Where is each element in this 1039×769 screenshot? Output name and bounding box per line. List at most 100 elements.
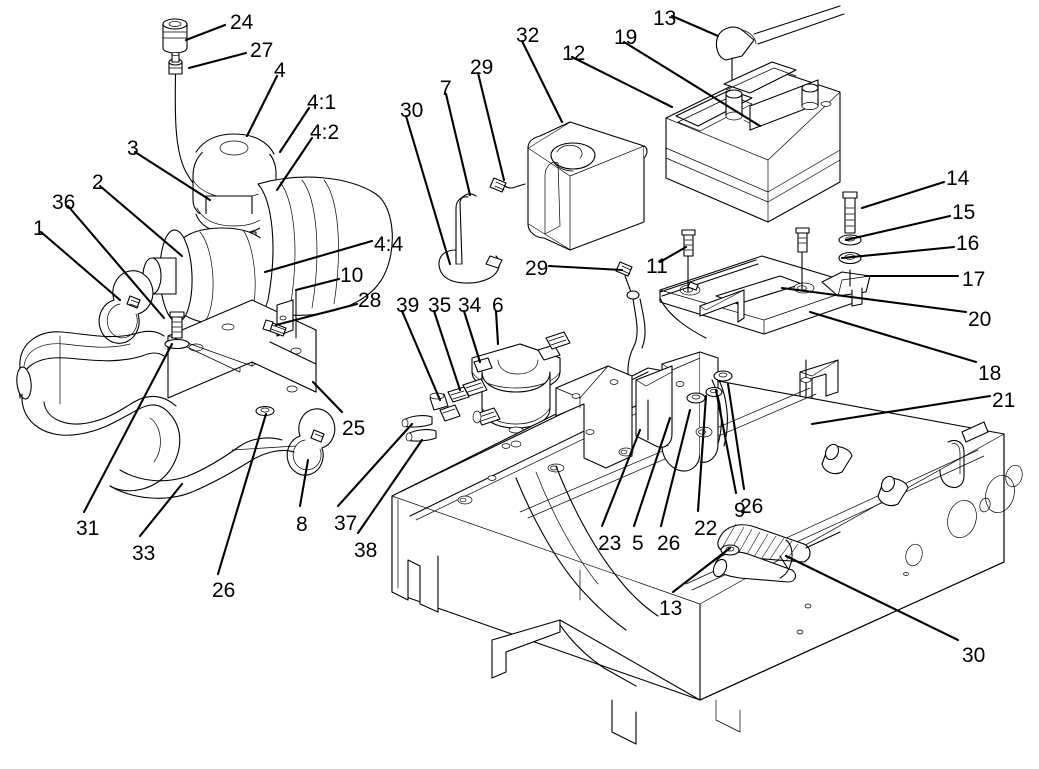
radiator-hose-lower — [21, 393, 297, 499]
leader-line-33 — [138, 482, 184, 538]
battery-post-positive — [801, 83, 819, 110]
callout-label-5: 5 — [632, 532, 644, 555]
nut-26-frame — [686, 392, 706, 404]
frame-hook — [939, 421, 989, 489]
fitting-24 — [162, 18, 188, 54]
leader-line-15 — [844, 214, 952, 242]
callout-label-18: 18 — [978, 362, 1002, 385]
hold-down-bolt-11 — [681, 229, 696, 293]
callout-label-24: 24 — [230, 11, 254, 34]
leader-line-7 — [444, 92, 472, 197]
screw-23 — [472, 407, 501, 426]
callout-label-25: 25 — [342, 417, 366, 440]
callout-label-12: 12 — [562, 42, 586, 65]
leader-line-11 — [658, 245, 688, 264]
leader-line-37 — [336, 422, 414, 508]
leader-line-1 — [39, 230, 122, 302]
callout-label-17: 17 — [962, 268, 986, 291]
extension-spring — [712, 523, 841, 583]
callout-label-26: 26 — [740, 495, 764, 518]
leader-line-36 — [66, 204, 166, 320]
callout-label-2: 2 — [92, 171, 104, 194]
leader-line-9 — [714, 388, 738, 495]
fuel-hose — [438, 177, 526, 284]
leader-line-32 — [520, 39, 564, 124]
leader-line-28 — [274, 302, 359, 327]
callout-label-11: 11 — [646, 255, 668, 278]
bracket-arm — [635, 365, 673, 448]
elbow-fitting-left — [439, 404, 461, 422]
fuel-tank — [527, 121, 648, 251]
callout-label-35: 35 — [428, 294, 452, 317]
leader-line-38 — [356, 438, 424, 535]
callout-label-34: 34 — [458, 294, 482, 317]
battery-assembly — [659, 5, 871, 430]
leader-line-29 — [547, 264, 624, 272]
battery-post-negative — [725, 89, 750, 124]
callout-label-14: 14 — [946, 167, 970, 190]
leader-line-24 — [184, 23, 227, 42]
callout-label-21: 21 — [992, 389, 1016, 412]
callout-label-32: 32 — [516, 24, 540, 47]
callout-label-4:4: 4:4 — [374, 233, 404, 256]
callout-label-4: 4 — [274, 59, 286, 82]
fitting-top-right-filter — [545, 331, 571, 350]
radiator-hose-upper — [16, 330, 165, 400]
leader-lines — [39, 14, 992, 642]
hose-clamp-1 — [98, 270, 154, 344]
callout-label-30: 30 — [962, 644, 986, 667]
fitting-39 — [429, 392, 449, 411]
callout-label-10: 10 — [340, 264, 364, 287]
leader-line-31 — [82, 342, 174, 514]
callout-label-19: 19 — [614, 26, 638, 49]
callout-label-15: 15 — [952, 201, 976, 224]
leader-line-26 — [726, 382, 746, 491]
leader-line-26 — [216, 412, 268, 576]
leader-line-4:1 — [278, 106, 311, 154]
leader-line-14 — [860, 180, 946, 210]
leader-line-29 — [476, 71, 506, 182]
bracket-18-20 — [659, 289, 745, 339]
leader-line-18 — [808, 310, 978, 364]
battery-rod — [659, 259, 759, 297]
leader-line-23 — [600, 428, 642, 528]
callout-label-39: 39 — [396, 294, 420, 317]
callout-label-23: 23 — [598, 532, 622, 555]
carburetor-body — [142, 227, 271, 325]
callout-label-4:1: 4:1 — [307, 91, 337, 114]
fitting-27 — [168, 52, 213, 201]
callout-label-33: 33 — [132, 542, 156, 565]
screw-28 — [262, 319, 287, 337]
callout-label-7: 7 — [440, 77, 452, 100]
callout-label-20: 20 — [968, 308, 992, 331]
callout-label-3: 3 — [127, 137, 139, 160]
chassis-frame — [391, 351, 1023, 745]
callout-label-26: 26 — [212, 579, 236, 602]
leader-line-35 — [432, 309, 462, 392]
bolt-14 — [842, 191, 858, 234]
leader-line-16 — [840, 245, 956, 260]
callout-label-31: 31 — [76, 517, 100, 540]
battery-clamp-17 — [821, 269, 871, 307]
nut-22-frame — [705, 386, 723, 398]
leader-line-10 — [294, 277, 341, 292]
leader-line-26 — [659, 408, 692, 528]
leader-line-19 — [622, 40, 762, 128]
leader-line-5 — [632, 416, 672, 528]
leader-line-2 — [98, 184, 184, 258]
callout-label-16: 16 — [956, 232, 980, 255]
leader-line-13 — [670, 14, 720, 38]
callout-label-22: 22 — [694, 517, 718, 540]
hose-stub-38 — [405, 429, 437, 442]
callout-label-29: 29 — [525, 257, 549, 280]
leader-line-27 — [187, 51, 248, 70]
leader-line-12 — [570, 55, 674, 109]
leader-line-4 — [245, 74, 279, 138]
leader-line-30 — [404, 114, 452, 266]
callout-label-13: 13 — [653, 7, 677, 30]
callout-label-8: 8 — [296, 513, 308, 536]
leader-line-21 — [810, 394, 992, 426]
leader-line-4:2 — [275, 136, 314, 192]
leader-line-4:4 — [263, 239, 374, 274]
